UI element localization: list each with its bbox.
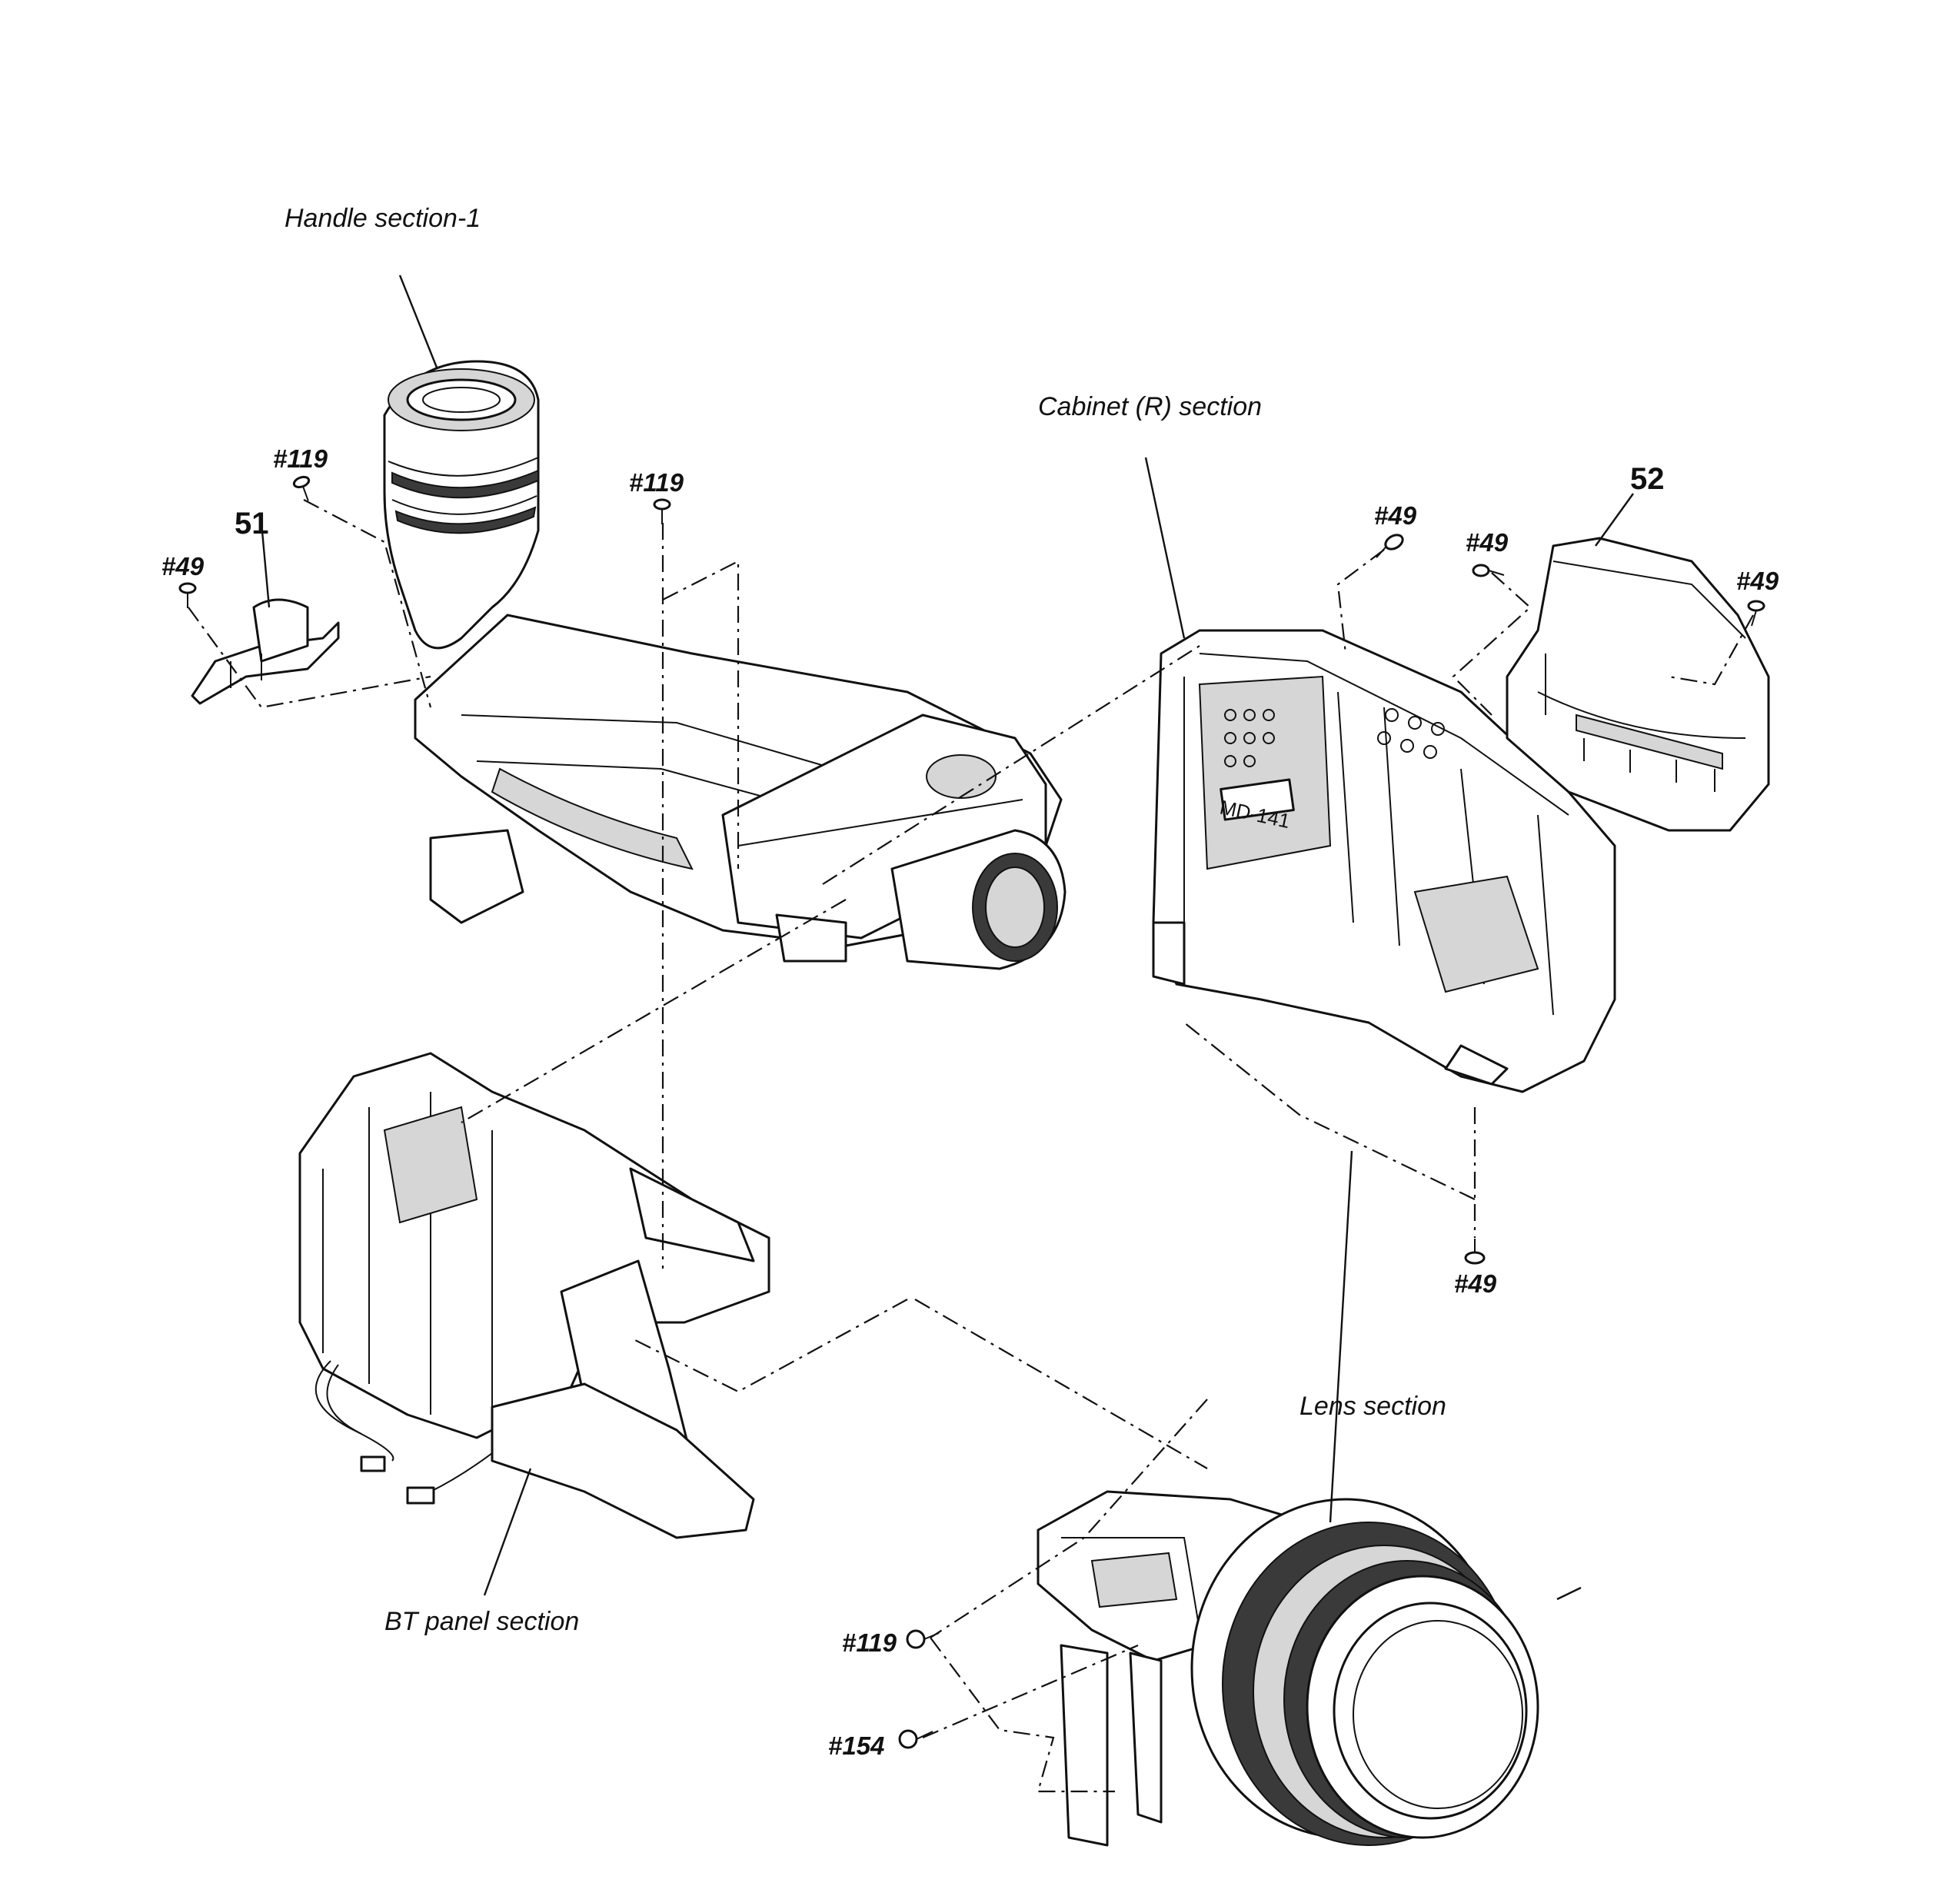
part-51-label: 51 [235, 507, 269, 541]
handle-section-label: Handle section-1 [285, 204, 481, 233]
screw-119-left-icon [292, 475, 311, 501]
cabinet-r-assembly [1152, 629, 1616, 1093]
screw-119-lens-label: #119 [842, 1628, 897, 1657]
bt-panel-section-label: BT panel section [384, 1607, 579, 1636]
screw-49-grip-label: #49 [1736, 567, 1779, 595]
leader-lines [260, 274, 1634, 1601]
part-52-grip-cover [1506, 537, 1770, 832]
cabinet-r-section-label: Cabinet (R) section [1038, 392, 1262, 421]
assembly-lines [188, 499, 1754, 1793]
screw-49-left-label: #49 [161, 552, 205, 580]
screw-119-center-icon [653, 498, 671, 524]
screw-154-lens-label: #154 [828, 1731, 884, 1760]
screw-49-cabinet-mid-label: #49 [1466, 528, 1509, 557]
screw-49-cabinet-mid-icon [1472, 564, 1505, 577]
screw-119-left-label: #119 [273, 444, 328, 473]
screw-49-left-icon [178, 582, 197, 608]
screw-49-grip-icon [1747, 600, 1765, 627]
screw-119-lens-icon [906, 1629, 940, 1649]
lens-section-label: Lens section [1299, 1392, 1446, 1421]
screw-49-bottom-icon [1464, 1239, 1486, 1265]
screw-49-cabinet-top-label: #49 [1374, 501, 1417, 530]
handle-assembly [383, 360, 1067, 970]
screw-49-bottom-label: #49 [1454, 1269, 1497, 1298]
part-51-bracket [191, 598, 340, 705]
screw-119-center-label: #119 [629, 468, 684, 497]
part-52-label: 52 [1630, 462, 1665, 496]
bt-panel-assembly [298, 1052, 770, 1539]
lens-assembly [1037, 1490, 1539, 1847]
screw-154-lens-icon [898, 1729, 933, 1749]
